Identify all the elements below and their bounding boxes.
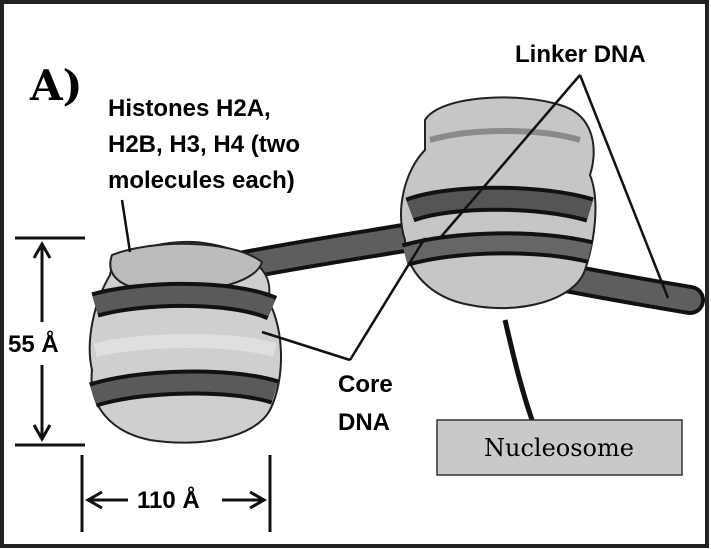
width-label: 110 Å	[137, 486, 200, 514]
histone-octamer-right	[401, 97, 595, 308]
histone-label-line-2: H2B, H3, H4 (two	[108, 131, 300, 158]
height-label: 55 Å	[8, 330, 59, 358]
nucleosome-label: Nucleosome	[484, 434, 634, 462]
panel-label: A)	[29, 61, 82, 110]
core-dna-label-line-1: Core	[338, 371, 393, 398]
histone-label-line-3: molecules each)	[108, 167, 295, 194]
histone-octamer-left	[90, 242, 281, 443]
histone-label-line-1: Histones H2A,	[108, 95, 271, 122]
core-dna-label-line-2: DNA	[338, 409, 390, 436]
histone-label: Histones H2A, H2B, H3, H4 (two molecules…	[108, 95, 307, 194]
linker-dna-label: Linker DNA	[515, 41, 646, 68]
